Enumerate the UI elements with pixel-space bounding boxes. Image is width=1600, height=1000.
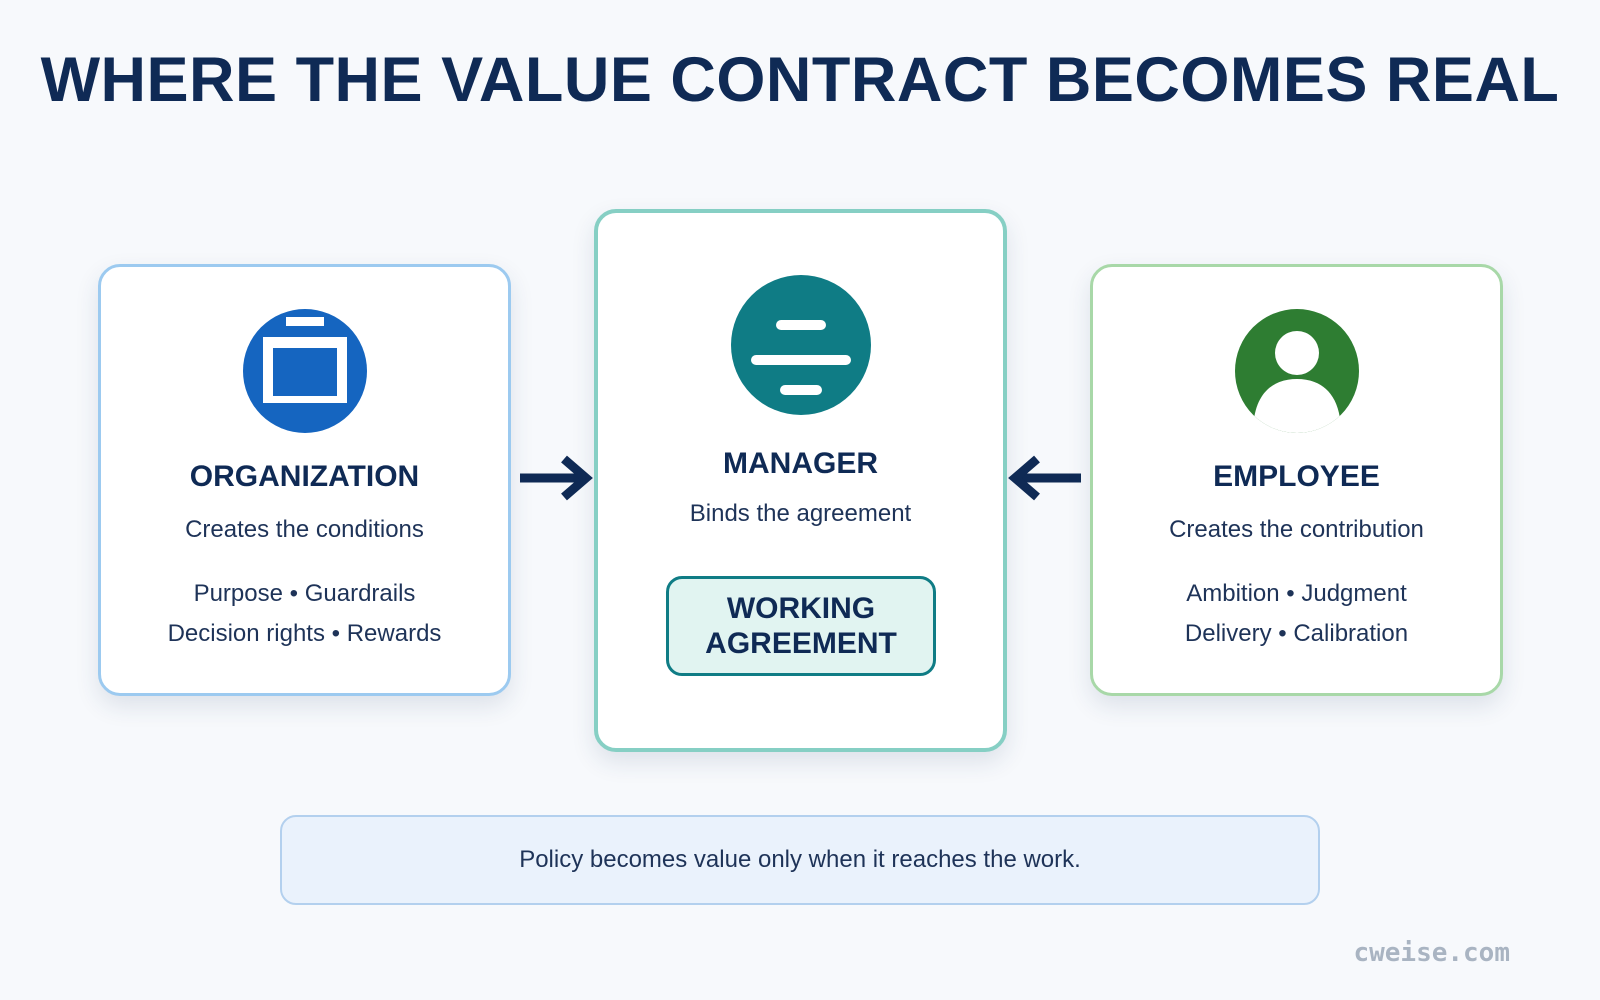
person-icon — [1234, 309, 1359, 438]
watermark: cweise.com — [1353, 938, 1510, 968]
manager-subtitle: Binds the agreement — [689, 500, 912, 527]
employee-line-1: Ambition • Judgment — [1186, 580, 1407, 607]
organization-subtitle: Creates the conditions — [185, 516, 424, 543]
employee-line-2: Delivery • Calibration — [1184, 620, 1409, 647]
lines-icon — [730, 275, 871, 420]
building-window-icon — [242, 309, 367, 438]
right-arrow-icon — [518, 455, 594, 506]
agreement-line-2: AGREEMENT — [705, 627, 897, 660]
organization-card: ORGANIZATION Creates the conditions Purp… — [98, 264, 511, 696]
employee-card: EMPLOYEE Creates the contribution Ambiti… — [1090, 264, 1503, 696]
working-agreement-badge: WORKING AGREEMENT — [666, 576, 936, 676]
agreement-line-1: WORKING — [726, 592, 876, 625]
left-arrow-icon — [1007, 455, 1083, 506]
organization-line-1: Purpose • Guardrails — [193, 580, 416, 607]
employee-heading: EMPLOYEE — [1213, 460, 1380, 493]
page-title: WHERE THE VALUE CONTRACT BECOMES REAL — [40, 45, 1560, 115]
manager-heading: MANAGER — [723, 447, 878, 480]
policy-callout: Policy becomes value only when it reache… — [280, 815, 1320, 905]
policy-callout-text: Policy becomes value only when it reache… — [519, 846, 1081, 873]
organization-heading: ORGANIZATION — [189, 460, 420, 493]
organization-line-2: Decision rights • Rewards — [167, 620, 442, 647]
employee-subtitle: Creates the contribution — [1169, 516, 1424, 543]
manager-card: MANAGER Binds the agreement WORKING AGRE… — [594, 209, 1007, 752]
